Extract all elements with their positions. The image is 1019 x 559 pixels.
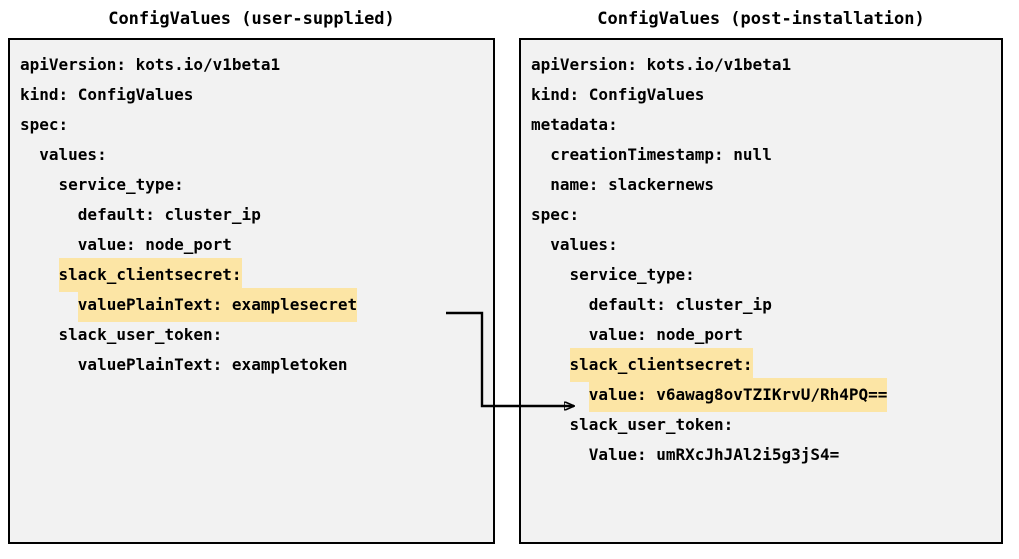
code-block-user-supplied: apiVersion: kots.io/v1beta1 kind: ConfigV…	[20, 48, 491, 378]
indent-spacer	[20, 228, 78, 262]
indent-spacer	[20, 198, 78, 232]
code-text: service_type:	[58, 175, 184, 194]
indent-spacer	[531, 288, 589, 322]
highlighted-code-text: value: v6awag8ovTZIKrvU/Rh4PQ==	[588, 378, 888, 412]
code-text: value: node_port	[77, 235, 232, 254]
code-line: service_type:	[20, 168, 491, 198]
code-line: value: node_port	[20, 228, 491, 258]
code-text: default: cluster_ip	[77, 205, 261, 224]
indent-spacer	[531, 378, 589, 412]
code-text: value: node_port	[588, 325, 743, 344]
code-text: kind: ConfigValues	[531, 85, 705, 104]
code-text: service_type:	[569, 265, 695, 284]
code-line: slack_clientsecret:	[20, 258, 491, 292]
highlighted-code-text: slack_clientsecret:	[58, 258, 242, 292]
code-line: default: cluster_ip	[20, 198, 491, 228]
code-text: slack_user_token:	[569, 415, 734, 434]
code-line: valuePlainText: exampletoken	[20, 348, 491, 378]
panel-user-supplied: apiVersion: kots.io/v1beta1 kind: ConfigV…	[8, 38, 495, 544]
code-line: default: cluster_ip	[531, 288, 999, 318]
code-line: creationTimestamp: null	[531, 138, 999, 168]
code-line: slack_user_token:	[531, 408, 999, 438]
indent-spacer	[20, 318, 59, 352]
code-line: values:	[531, 228, 999, 258]
code-text: valuePlainText: exampletoken	[77, 355, 348, 374]
indent-spacer	[531, 348, 570, 382]
code-line: name: slackernews	[531, 168, 999, 198]
code-line: kind: ConfigValues	[20, 78, 491, 108]
code-text: default: cluster_ip	[588, 295, 772, 314]
indent-spacer	[20, 258, 59, 292]
code-line: value: v6awag8ovTZIKrvU/Rh4PQ==	[531, 378, 999, 412]
code-line: valuePlainText: examplesecret	[20, 288, 491, 322]
code-line: service_type:	[531, 258, 999, 288]
code-text: values:	[550, 235, 618, 254]
indent-spacer	[531, 318, 589, 352]
code-line: apiVersion: kots.io/v1beta1	[531, 48, 999, 78]
panel-title-user-supplied: ConfigValues (user-supplied)	[108, 9, 395, 29]
code-line: slack_user_token:	[20, 318, 491, 348]
indent-spacer	[531, 228, 550, 262]
indent-spacer	[531, 438, 589, 472]
code-text: creationTimestamp: null	[550, 145, 772, 164]
highlighted-code-text: slack_clientsecret:	[569, 348, 753, 382]
highlighted-code-text: valuePlainText: examplesecret	[77, 288, 358, 322]
code-text: Value: umRXcJhJAl2i5g3jS4=	[588, 445, 840, 464]
code-line: Value: umRXcJhJAl2i5g3jS4=	[531, 438, 999, 468]
code-text: values:	[39, 145, 107, 164]
code-text: apiVersion: kots.io/v1beta1	[531, 55, 792, 74]
code-line: kind: ConfigValues	[531, 78, 999, 108]
code-line: spec:	[531, 198, 999, 228]
indent-spacer	[531, 138, 550, 172]
code-text: slack_user_token:	[58, 325, 223, 344]
code-line: value: node_port	[531, 318, 999, 348]
code-line: metadata:	[531, 108, 999, 138]
code-block-post-installation: apiVersion: kots.io/v1beta1 kind: ConfigV…	[531, 48, 999, 468]
panel-title-post-installation: ConfigValues (post-installation)	[597, 9, 925, 29]
code-text: spec:	[531, 205, 580, 224]
code-text: kind: ConfigValues	[20, 85, 194, 104]
code-text: spec:	[20, 115, 69, 134]
panel-post-installation: apiVersion: kots.io/v1beta1 kind: ConfigV…	[519, 38, 1003, 544]
code-line: slack_clientsecret:	[531, 348, 999, 382]
indent-spacer	[531, 408, 570, 442]
code-text: apiVersion: kots.io/v1beta1	[20, 55, 281, 74]
indent-spacer	[20, 288, 78, 322]
code-line: apiVersion: kots.io/v1beta1	[20, 48, 491, 78]
indent-spacer	[531, 168, 550, 202]
code-line: values:	[20, 138, 491, 168]
code-line: spec:	[20, 108, 491, 138]
indent-spacer	[20, 168, 59, 202]
indent-spacer	[20, 348, 78, 382]
indent-spacer	[531, 258, 570, 292]
indent-spacer	[20, 138, 39, 172]
code-text: metadata:	[531, 115, 618, 134]
code-text: name: slackernews	[550, 175, 715, 194]
